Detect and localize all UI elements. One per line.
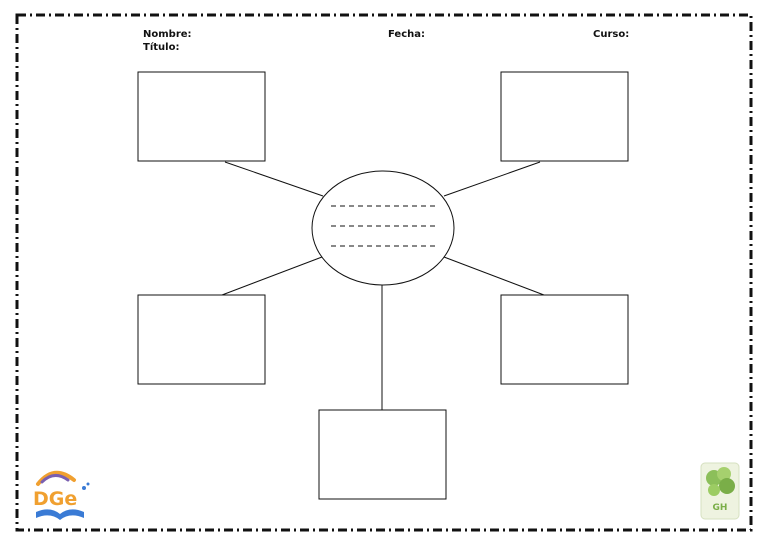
dge-logo-text: DGe bbox=[33, 488, 77, 510]
date-label: Fecha: bbox=[388, 29, 426, 40]
connectors bbox=[221, 161, 545, 410]
box-bottom-left[interactable] bbox=[137, 294, 266, 385]
box-bottom-right[interactable] bbox=[500, 294, 629, 385]
title-label: Título: bbox=[143, 42, 180, 53]
box-bottom-center[interactable] bbox=[318, 409, 447, 500]
gh-logo: GH bbox=[700, 462, 740, 520]
connector-top-right bbox=[443, 161, 541, 197]
gh-logo-graphic: GH bbox=[700, 462, 740, 520]
page-border bbox=[15, 13, 753, 532]
connector-bottom-right bbox=[443, 256, 545, 296]
box-top-right[interactable] bbox=[500, 71, 629, 162]
connector-top-left bbox=[224, 161, 324, 197]
dge-logo-graphic: DGe bbox=[33, 471, 90, 520]
connector-bottom-left bbox=[221, 256, 323, 296]
name-label: Nombre: bbox=[143, 29, 192, 40]
box-top-left[interactable] bbox=[137, 71, 266, 162]
course-label: Curso: bbox=[593, 29, 630, 40]
dge-logo: DGe bbox=[30, 466, 92, 524]
central-ellipse[interactable] bbox=[311, 170, 455, 286]
gh-logo-text: GH bbox=[713, 503, 728, 513]
